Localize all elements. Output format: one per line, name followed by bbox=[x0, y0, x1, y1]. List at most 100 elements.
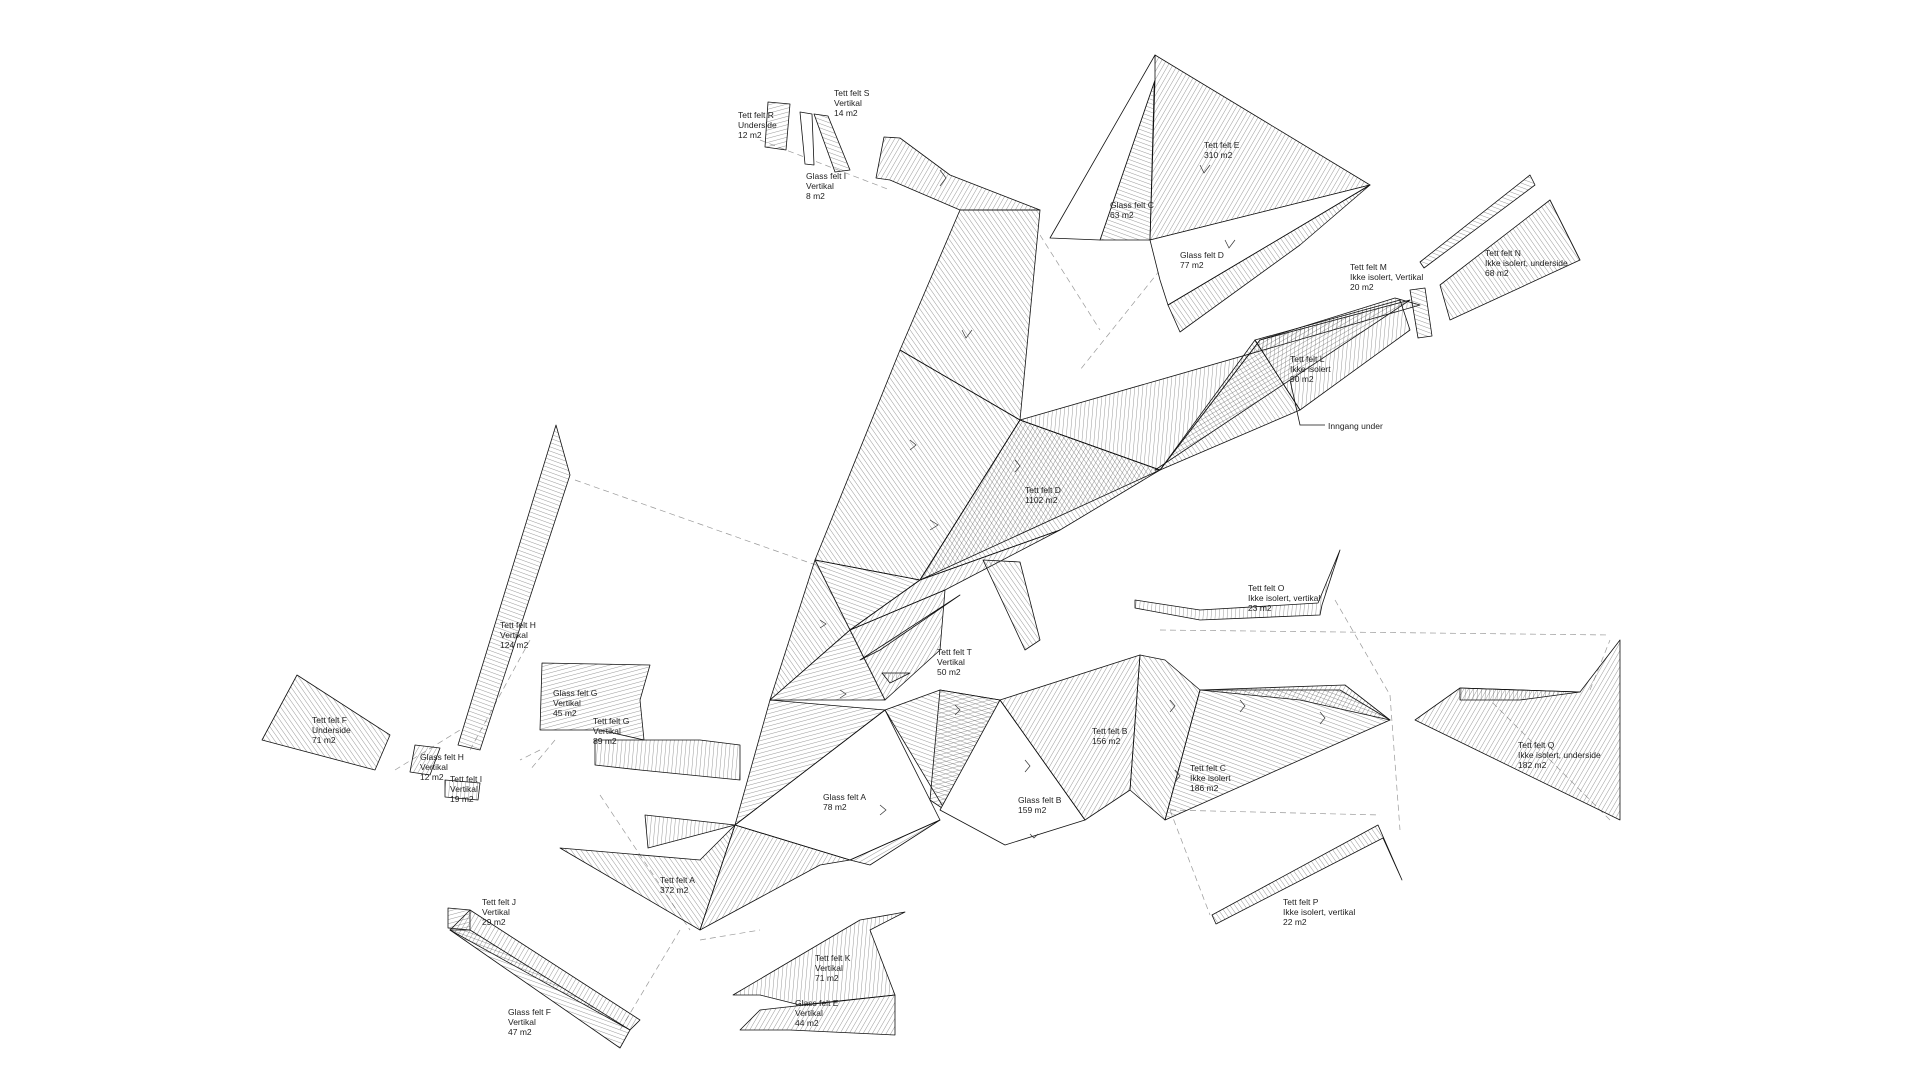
panel-tett-s bbox=[813, 113, 851, 173]
label-line: Vertikal bbox=[795, 1008, 823, 1018]
label-line: 12 m2 bbox=[420, 772, 444, 782]
label-line: 68 m2 bbox=[1485, 268, 1509, 278]
label-line: Ikke isolert, Vertikal bbox=[1350, 272, 1424, 282]
label-line: 71 m2 bbox=[312, 735, 336, 745]
label-line: Glass felt A bbox=[823, 792, 866, 802]
label-line: Ikke isolert, vertikal bbox=[1283, 907, 1356, 917]
label-line: Tett felt O bbox=[1248, 583, 1285, 593]
label-line: Vertikal bbox=[937, 657, 965, 667]
label-line: Ikke isolert, underside bbox=[1485, 258, 1568, 268]
label-inngang: Inngang under bbox=[1328, 421, 1383, 431]
label-line: Glass felt E bbox=[795, 998, 839, 1008]
label-line: Tett felt G bbox=[593, 716, 630, 726]
label-line: Glass felt G bbox=[553, 688, 598, 698]
panel-tett-o bbox=[1134, 549, 1341, 621]
label-line: Tett felt C bbox=[1190, 763, 1226, 773]
label-line: 23 m2 bbox=[1248, 603, 1272, 613]
label-line: Tett felt H bbox=[500, 620, 536, 630]
panel-tett-g bbox=[594, 739, 741, 781]
panel-tett-n bbox=[1439, 199, 1581, 321]
label-line: Vertikal bbox=[834, 98, 862, 108]
panel-glass-e bbox=[739, 994, 896, 1036]
label-line: Glass felt I bbox=[806, 171, 847, 181]
label-line: 45 m2 bbox=[553, 708, 577, 718]
label-line: 8 m2 bbox=[806, 191, 825, 201]
fold-arrows bbox=[819, 164, 1326, 839]
label-line: Tett felt R bbox=[738, 110, 774, 120]
label-line: 29 m2 bbox=[482, 917, 506, 927]
label-line: 12 m2 bbox=[738, 130, 762, 140]
panel-tett-i bbox=[444, 779, 481, 801]
panel-glass-i bbox=[799, 111, 815, 166]
label-line: Tett felt P bbox=[1283, 897, 1319, 907]
label-line: 186 m2 bbox=[1190, 783, 1219, 793]
panel-tett-p bbox=[1211, 824, 1403, 925]
label-line: Vertikal bbox=[500, 630, 528, 640]
label-line: 124 m2 bbox=[500, 640, 529, 650]
panel-tett-d-upper-arm bbox=[875, 136, 1041, 421]
label-line: Glass felt H bbox=[420, 752, 464, 762]
label-line: Glass felt C bbox=[1110, 200, 1154, 210]
label-line: Vertikal bbox=[815, 963, 843, 973]
label-line: 44 m2 bbox=[795, 1018, 819, 1028]
label-line: Tett felt K bbox=[815, 953, 851, 963]
label-line: Ikke isolert bbox=[1290, 364, 1331, 374]
label-line: Tett felt E bbox=[1204, 140, 1240, 150]
label-line: Vertikal bbox=[553, 698, 581, 708]
label-line: Tett felt A bbox=[660, 875, 695, 885]
label-line: 22 m2 bbox=[1283, 917, 1307, 927]
label-line: Tett felt F bbox=[312, 715, 347, 725]
label-line: 50 m2 bbox=[937, 667, 961, 677]
label-line: Tett felt B bbox=[1092, 726, 1128, 736]
label-line: Tett felt T bbox=[937, 647, 972, 657]
panel-tett-f bbox=[261, 674, 391, 771]
label-line: 77 m2 bbox=[1180, 260, 1204, 270]
label-line: 63 m2 bbox=[1110, 210, 1134, 220]
panel-tett-a bbox=[559, 699, 941, 931]
label-line: 372 m2 bbox=[660, 885, 689, 895]
label-line: Tett felt N bbox=[1485, 248, 1521, 258]
panel-tett-q bbox=[1414, 639, 1621, 821]
label-line: 14 m2 bbox=[834, 108, 858, 118]
label-line: 182 m2 bbox=[1518, 760, 1547, 770]
label-line: Vertikal bbox=[508, 1017, 536, 1027]
label-line: 159 m2 bbox=[1018, 805, 1047, 815]
label-line: 89 m2 bbox=[593, 736, 617, 746]
panel-tett-c bbox=[1129, 654, 1391, 821]
panel-glass-d bbox=[1149, 184, 1371, 333]
label-line: Vertikal bbox=[450, 784, 478, 794]
label-line: Ikke isolert, vertikal bbox=[1248, 593, 1321, 603]
label-line: Glass felt B bbox=[1018, 795, 1062, 805]
label-line: Vertikal bbox=[482, 907, 510, 917]
label-line: Inngang under bbox=[1328, 421, 1383, 431]
inngang-leader bbox=[1289, 379, 1325, 426]
panel-tett-r bbox=[764, 101, 791, 151]
label-line: Underside bbox=[738, 120, 777, 130]
panel-tett-t bbox=[859, 559, 1041, 684]
label-line: Vertikal bbox=[420, 762, 448, 772]
label-line: Tett felt Q bbox=[1518, 740, 1555, 750]
label-line: 47 m2 bbox=[508, 1027, 532, 1037]
label-line: 71 m2 bbox=[815, 973, 839, 983]
label-line: Tett felt M bbox=[1350, 262, 1387, 272]
label-line: 90 m2 bbox=[1290, 374, 1314, 384]
